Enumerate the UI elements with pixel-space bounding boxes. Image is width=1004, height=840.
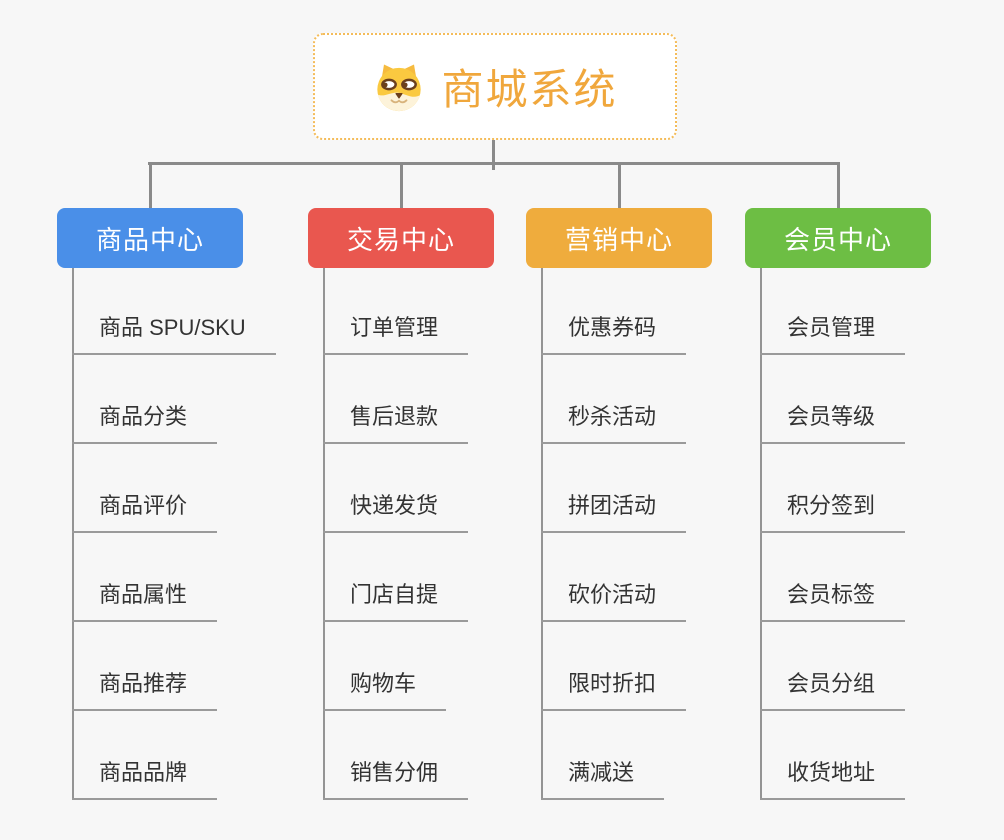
root-title: 商城系统 — [441, 66, 618, 113]
branch-header-2[interactable]: 营销中心 — [526, 208, 712, 268]
leaf-node[interactable]: 销售分佣 — [323, 756, 469, 800]
connector-root-stem — [492, 140, 495, 170]
leaf-node[interactable]: 收货地址 — [760, 756, 906, 800]
leaf-node[interactable]: 售后退款 — [323, 400, 469, 444]
leaf-node[interactable]: 商品分类 — [72, 400, 218, 444]
connector-drop — [148, 162, 152, 208]
leaf-node[interactable]: 会员分组 — [760, 667, 906, 711]
branch-header-1[interactable]: 交易中心 — [308, 208, 494, 268]
leaf-node[interactable]: 商品属性 — [72, 578, 218, 622]
leaf-node[interactable]: 商品品牌 — [72, 756, 218, 800]
leaf-node[interactable]: 优惠券码 — [541, 311, 687, 355]
connector-drop — [617, 162, 621, 208]
leaf-node[interactable]: 拼团活动 — [541, 489, 687, 533]
leaf-node[interactable]: 购物车 — [323, 667, 447, 711]
leaf-node[interactable]: 砍价活动 — [541, 578, 687, 622]
leaf-node[interactable]: 会员等级 — [760, 400, 906, 444]
branch-vline — [541, 268, 543, 800]
leaf-node[interactable]: 限时折扣 — [541, 667, 687, 711]
branch-header-0[interactable]: 商品中心 — [57, 208, 243, 268]
connector-drop — [836, 162, 840, 208]
leaf-node[interactable]: 商品推荐 — [72, 667, 218, 711]
leaf-node[interactable]: 快递发货 — [323, 489, 469, 533]
leaf-node[interactable]: 门店自提 — [323, 578, 469, 622]
root-node[interactable]: 商城系统 — [313, 33, 677, 140]
branch-vline — [72, 268, 74, 800]
leaf-node[interactable]: 商品 SPU/SKU — [72, 311, 276, 355]
leaf-node[interactable]: 商品评价 — [72, 489, 218, 533]
branch-header-3[interactable]: 会员中心 — [745, 208, 931, 268]
leaf-node[interactable]: 满减送 — [541, 756, 665, 800]
leaf-node[interactable]: 秒杀活动 — [541, 400, 687, 444]
leaf-node[interactable]: 会员标签 — [760, 578, 906, 622]
leaf-node[interactable]: 会员管理 — [760, 311, 906, 355]
connector-drop — [399, 162, 403, 208]
leaf-node[interactable]: 订单管理 — [323, 311, 469, 355]
leaf-node[interactable]: 积分签到 — [760, 489, 906, 533]
connector-horizontal-bar — [148, 162, 840, 165]
branch-vline — [760, 268, 762, 800]
dog-face-icon — [372, 62, 426, 112]
branch-vline — [323, 268, 325, 800]
